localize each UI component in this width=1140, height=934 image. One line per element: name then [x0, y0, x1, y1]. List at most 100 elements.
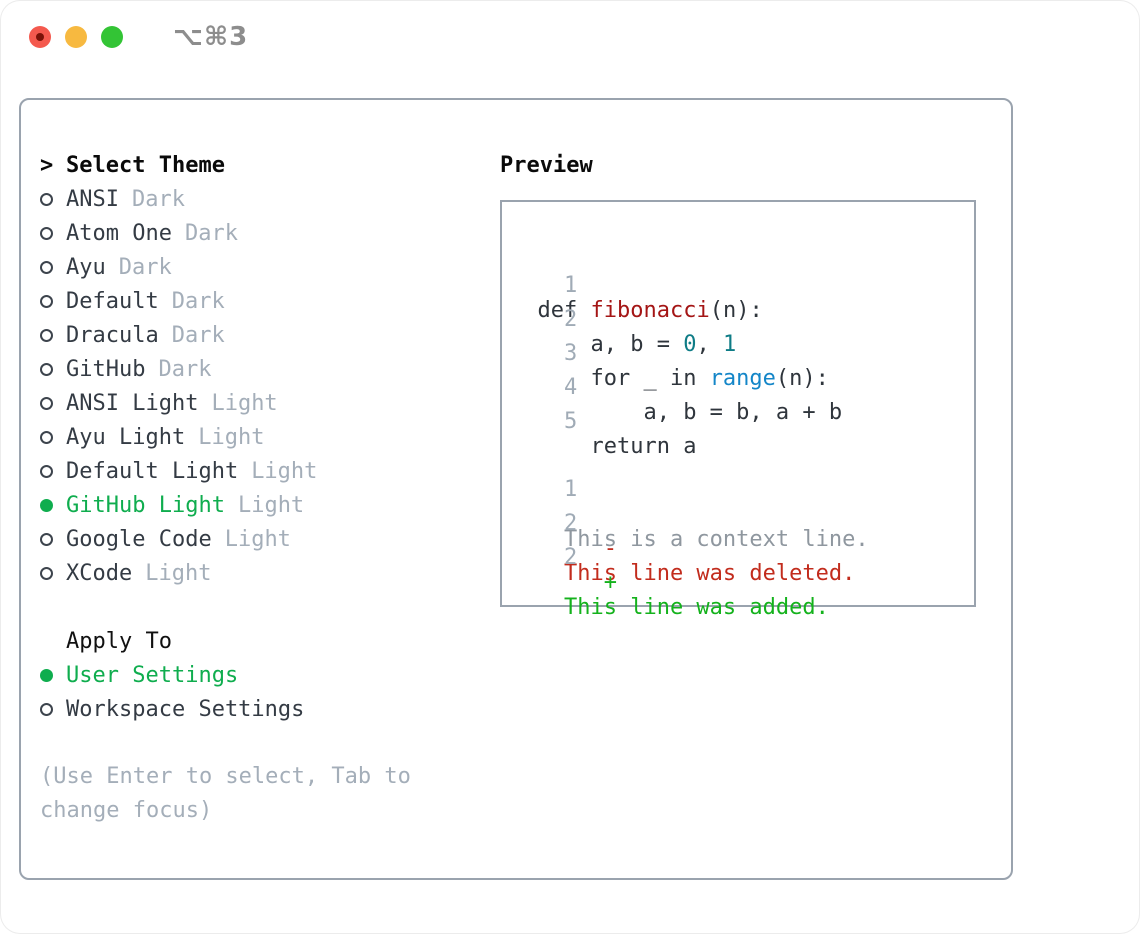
diff-line: 1 This is a context line. — [511, 452, 974, 552]
code-line: 3 for _ in range(n): — [511, 316, 974, 391]
theme-name: ANSI — [66, 186, 119, 212]
code-segment-builtin: range — [709, 366, 776, 391]
radio-icon — [40, 430, 53, 444]
preview-column: Preview 1 def fibonacci(n): 2 a, b = 0, … — [500, 148, 1011, 878]
code-segment-number: 1 — [722, 332, 737, 357]
preview-header-row: Preview — [500, 148, 1011, 182]
theme-list: ANSI Dark Atom One Dark Ayu Dark Default… — [40, 182, 500, 590]
diff-line: 2 - This line was deleted. — [511, 486, 974, 586]
radio-icon — [40, 192, 53, 206]
theme-list-item[interactable]: Dracula Dark — [40, 318, 500, 352]
theme-name: Default — [66, 288, 159, 314]
code-segment-text: a, b = b, a + b — [537, 400, 843, 425]
selection-caret-icon: > — [40, 152, 54, 178]
apply-option-label: User Settings — [66, 662, 239, 688]
theme-name: GitHub Light — [66, 492, 225, 518]
radio-icon — [40, 396, 53, 410]
theme-variant-tag: Dark — [171, 288, 225, 314]
code-segment-text: return a — [537, 434, 697, 459]
radio-icon — [40, 702, 53, 716]
preview-box: 1 def fibonacci(n): 2 a, b = 0, 1 3 for … — [500, 200, 976, 620]
theme-list-item[interactable]: XCode Light — [40, 556, 500, 590]
theme-name: Atom One — [66, 220, 172, 246]
line-number: 2 — [563, 511, 578, 536]
theme-selector-column: > Select Theme ANSI Dark Atom One Dark A… — [40, 148, 500, 878]
code-line: 5 return a — [511, 384, 974, 459]
theme-name: Ayu — [66, 254, 106, 280]
theme-variant-tag: Dark — [131, 186, 185, 212]
apply-to-options: User Settings Workspace Settings — [40, 658, 500, 726]
apply-to-option[interactable]: Workspace Settings — [40, 692, 500, 726]
line-number: 1 — [563, 273, 578, 298]
radio-icon — [40, 226, 53, 240]
diff-text: This line was deleted. — [563, 561, 856, 586]
close-button[interactable] — [29, 26, 51, 48]
theme-variant-tag: Dark — [118, 254, 172, 280]
radio-icon — [40, 532, 53, 546]
code-line: 1 def fibonacci(n): — [511, 248, 974, 323]
keyboard-hint: (Use Enter to select, Tab to change focu… — [40, 764, 411, 823]
theme-variant-tag: Light — [211, 390, 278, 416]
diff-sample: 1 This is a context line. 2 - This line … — [511, 452, 974, 620]
minimize-button[interactable] — [65, 26, 87, 48]
code-sample: 1 def fibonacci(n): 2 a, b = 0, 1 3 for … — [511, 248, 974, 459]
apply-to-section: Apply To User Settings Workspace Setting… — [40, 624, 500, 726]
code-segment-number: 0 — [683, 332, 697, 357]
theme-name: Google Code — [66, 526, 212, 552]
theme-list-item[interactable]: GitHub Dark — [40, 352, 500, 386]
radio-icon — [40, 328, 53, 342]
code-segment-text: (n): — [775, 366, 829, 391]
theme-selector-title: Select Theme — [66, 152, 225, 178]
zoom-button[interactable] — [101, 26, 123, 48]
code-segment-text: def — [537, 298, 591, 323]
theme-list-item[interactable]: Atom One Dark — [40, 216, 500, 250]
line-number: 5 — [563, 409, 578, 434]
apply-to-option[interactable]: User Settings — [40, 658, 500, 692]
code-segment-text: (n): — [709, 298, 763, 323]
code-segment-text: for _ in — [537, 366, 710, 391]
line-number: 2 — [563, 307, 578, 332]
apply-option-label: Workspace Settings — [66, 696, 305, 722]
theme-list-item[interactable]: Ayu Dark — [40, 250, 500, 284]
theme-variant-tag: Dark — [184, 220, 238, 246]
diff-text: This is a context line. — [563, 527, 869, 552]
window-title: ⌥⌘3 — [173, 22, 249, 52]
code-line: 4 a, b = b, a + b — [511, 350, 974, 425]
line-number: 2 — [563, 545, 578, 570]
theme-name: Ayu Light — [66, 424, 186, 450]
theme-variant-tag: Dark — [171, 322, 225, 348]
theme-variant-tag: Light — [198, 424, 265, 450]
code-segment-text: a, b = — [537, 332, 684, 357]
theme-list-item[interactable]: ANSI Dark — [40, 182, 500, 216]
theme-name: GitHub — [66, 356, 146, 382]
theme-list-item[interactable]: Default Light Light — [40, 454, 500, 488]
radio-icon — [40, 362, 53, 376]
theme-variant-tag: Light — [237, 492, 305, 518]
theme-list-item[interactable]: ANSI Light Light — [40, 386, 500, 420]
theme-name: XCode — [66, 560, 133, 586]
theme-name: Default Light — [66, 458, 239, 484]
diff-marker: - — [563, 536, 631, 561]
theme-variant-tag: Light — [145, 560, 212, 586]
line-number: 1 — [563, 477, 578, 502]
theme-list-item[interactable]: Google Code Light — [40, 522, 500, 556]
theme-variant-tag: Light — [224, 526, 291, 552]
diff-marker: + — [563, 570, 631, 595]
theme-name: ANSI Light — [66, 390, 199, 416]
apply-to-header: Apply To — [40, 624, 500, 658]
theme-list-item[interactable]: Default Dark — [40, 284, 500, 318]
radio-icon — [40, 566, 53, 580]
line-number: 3 — [563, 341, 578, 366]
main-panel: > Select Theme ANSI Dark Atom One Dark A… — [19, 98, 1013, 880]
radio-icon — [40, 498, 53, 512]
preview-title: Preview — [500, 152, 593, 178]
diff-text: This line was added. — [563, 595, 829, 620]
theme-variant-tag: Dark — [158, 356, 212, 382]
theme-list-item[interactable]: GitHub Light Light — [40, 488, 500, 522]
theme-selector-header: > Select Theme — [40, 148, 500, 182]
code-segment-text: , — [696, 332, 723, 357]
code-segment-function: fibonacci — [590, 298, 710, 323]
theme-list-item[interactable]: Ayu Light Light — [40, 420, 500, 454]
theme-variant-tag: Light — [251, 458, 318, 484]
